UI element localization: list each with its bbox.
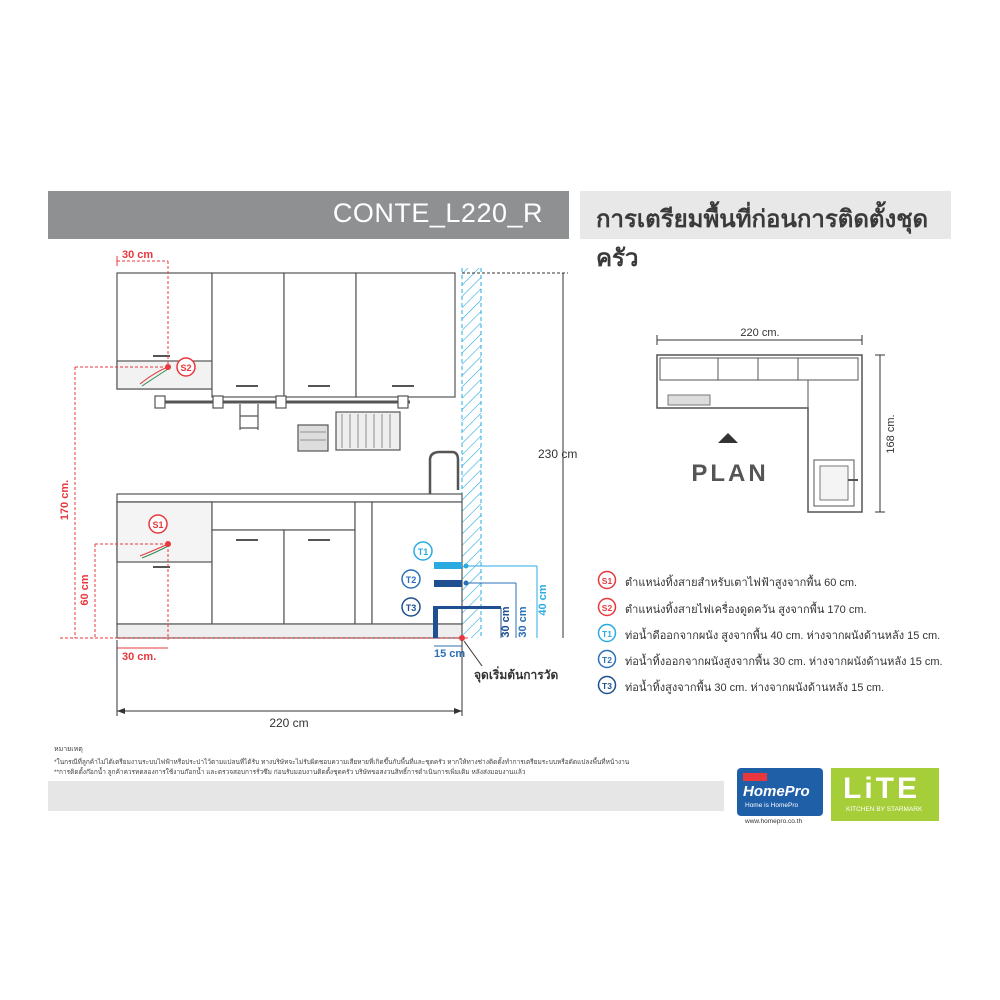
dim-top-30: 30 cm: [122, 249, 153, 261]
legend-t2-text: ท่อน้ำทิ้งออกจากผนังสูงจากพื้น 30 cm. ห่…: [625, 656, 943, 668]
homepro-logo: HomePro Home is HomePro: [737, 768, 823, 816]
upper-cabinets: [116, 272, 456, 398]
start-point: [459, 635, 465, 641]
dim-height-230: 230 cm: [538, 447, 577, 461]
svg-text:T3: T3: [602, 681, 612, 691]
pipes: [433, 562, 501, 638]
svg-text:S1: S1: [152, 520, 163, 530]
svg-text:T2: T2: [406, 575, 417, 585]
svg-text:T1: T1: [602, 629, 612, 639]
marker-s1: S1: [148, 514, 168, 534]
dim-height-30-t3: 30 cm: [500, 606, 512, 637]
lite-logo: LiTE KITCHEN BY STARMARK: [831, 768, 939, 821]
dim-width-15: 15 cm: [434, 648, 465, 660]
plan-title: PLAN: [691, 460, 768, 487]
legend-t3-text: ท่อน้ำทิ้งสูงจากพื้น 30 cm. ห่างจากผนังด…: [625, 682, 885, 694]
wall-hatch: [462, 268, 481, 638]
svg-text:T3: T3: [406, 603, 417, 613]
legend-s1-icon: S1: [597, 570, 617, 590]
title-header: การเตรียมพื้นที่ก่อนการติดตั้งชุดครัว: [580, 191, 951, 272]
dim-height-30-t2: 30 cm: [517, 606, 529, 637]
legend-t1-text: ท่อน้ำดีออกจากผนัง สูงจากพื้น 40 cm. ห่า…: [625, 630, 941, 642]
svg-text:S2: S2: [180, 363, 191, 373]
plan-depth-label: 168 cm.: [885, 414, 897, 453]
dim-height-40: 40 cm: [537, 584, 549, 615]
dim-bottom-30: 30 cm.: [122, 651, 156, 663]
plan-width-label: 220 cm.: [740, 327, 779, 339]
legend-t2-icon: T2: [597, 649, 617, 669]
legend-t3-icon: T3: [597, 675, 617, 695]
notes-line-1: *ในกรณีที่ลูกค้าไม่ได้เตรียมงานระบบไฟฟ้า…: [54, 759, 630, 766]
lite-name: LiTE: [843, 772, 920, 805]
svg-text:S1: S1: [602, 576, 613, 586]
svg-text:T1: T1: [418, 547, 429, 557]
legend-s1-text: ตำแหน่งทิ้งสายสำหรับเตาไฟฟ้าสูงจากพื้น 6…: [625, 577, 858, 589]
marker-t1: T1: [413, 541, 433, 561]
page-title: การเตรียมพื้นที่ก่อนการติดตั้งชุดครัว: [596, 206, 929, 272]
footer-bar: [48, 781, 724, 811]
marker-s2: S2: [176, 357, 196, 377]
homepro-url: www.homepro.co.th: [745, 818, 803, 825]
homepro-tagline: Home is HomePro: [745, 802, 799, 809]
notes-line-2: **การติดตั้งก๊อกน้ำ ลูกค้าควรทดลองการใช้…: [54, 769, 526, 776]
legend-s2-icon: S2: [597, 597, 617, 617]
plan-view: 220 cm. 168 cm. PLAN: [656, 327, 897, 513]
hanging-rail: [154, 395, 410, 452]
model-header: CONTE_L220_R: [48, 191, 569, 239]
homepro-name: HomePro: [743, 783, 810, 800]
lite-tagline: KITCHEN BY STARMARK: [846, 806, 923, 813]
legend-markers: S1 S2 T1 T2 T3: [597, 570, 617, 695]
homepro-roof: [743, 773, 767, 781]
start-point-label: จุดเริ่มต้นการวัด: [474, 666, 558, 683]
dim-width-220: 220 cm: [269, 716, 308, 730]
legend-s2-text: ตำแหน่งทิ้งสายไฟเครื่องดูดควัน สูงจากพื้…: [625, 604, 867, 616]
red-dimensions: [60, 256, 470, 649]
marker-t2: T2: [401, 569, 421, 589]
marker-t3: T3: [401, 597, 421, 617]
dim-height-60: 60 cm: [79, 574, 91, 605]
faucet: [428, 450, 460, 496]
model-code: CONTE_L220_R: [332, 198, 543, 228]
dim-height-170: 170 cm.: [59, 480, 71, 520]
svg-text:S2: S2: [602, 603, 613, 613]
notes-heading: หมายเหตุ: [54, 746, 83, 753]
svg-text:T2: T2: [602, 655, 612, 665]
legend-t1-icon: T1: [597, 623, 617, 643]
